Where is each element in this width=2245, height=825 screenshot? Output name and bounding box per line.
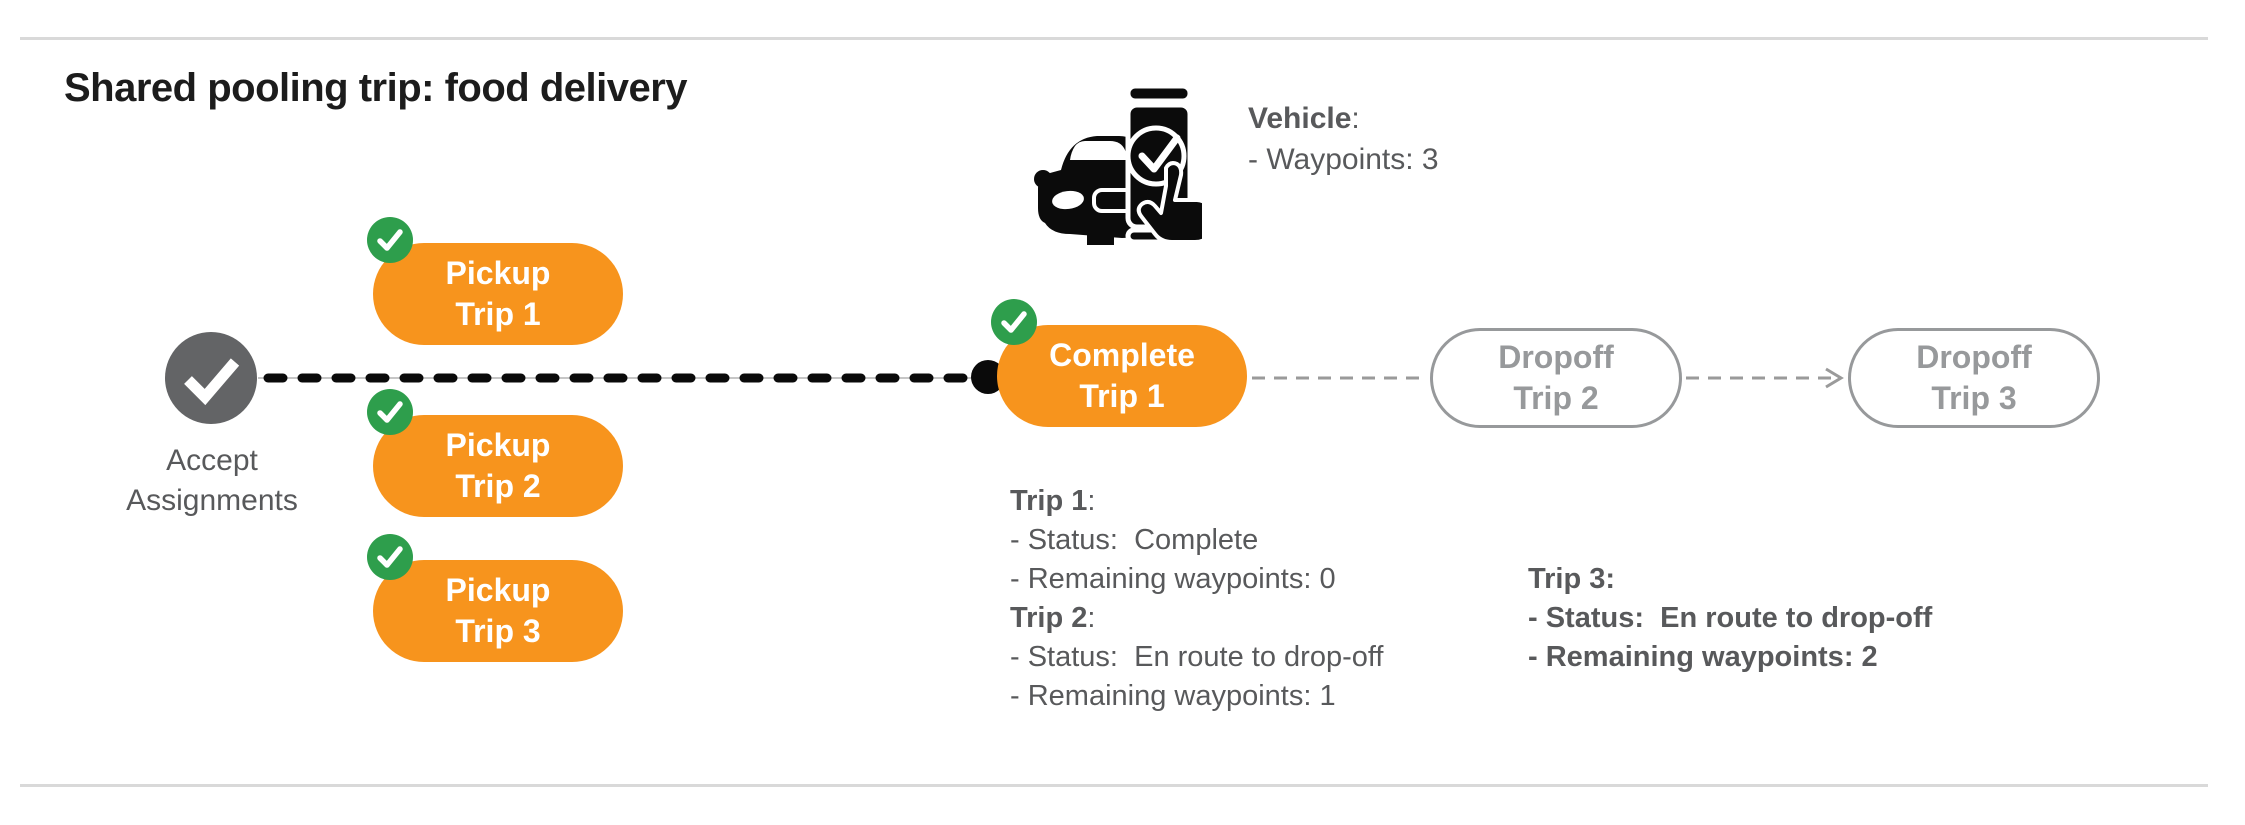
trip-3-waypoints: - Remaining waypoints: 2 [1528, 641, 1878, 673]
page-title: Shared pooling trip: food delivery [64, 66, 688, 110]
accept-assignments-label: Accept Assignments [126, 444, 298, 517]
node-dropoff-trip-3: Dropoff Trip 3 [1848, 328, 2100, 428]
node-pickup-trip-2: Pickup Trip 2 [367, 389, 623, 517]
node-pickup-trip-3: Pickup Trip 3 [367, 534, 623, 662]
trip-2-status: - Status: En route to drop-off [1010, 641, 1384, 673]
trip-2-waypoints: - Remaining waypoints: 1 [1010, 680, 1336, 712]
vehicle-waypoints: - Waypoints: 3 [1248, 143, 1439, 176]
check-icon [184, 358, 240, 406]
trip-3-status: - Status: En route to drop-off [1528, 602, 1933, 634]
accept-assignments-node [165, 332, 257, 424]
trip-1-waypoints: - Remaining waypoints: 0 [1010, 563, 1336, 595]
vehicle-info-title: Vehicle: [1248, 102, 1360, 135]
trip-status-block-1-2: Trip 1: - Status: Complete - Remaining w… [1010, 482, 1383, 716]
check-badge-icon [367, 534, 413, 580]
vehicle-phone-check-icon [1034, 83, 1202, 245]
node-dropoff-trip-2: Dropoff Trip 2 [1430, 328, 1682, 428]
check-badge-icon [367, 389, 413, 435]
vehicle-info: Vehicle: - Waypoints: 3 [1248, 98, 1439, 180]
bottom-divider [20, 784, 2208, 787]
check-badge-icon [367, 217, 413, 263]
trip-1-status: - Status: Complete [1010, 524, 1259, 556]
top-divider [20, 37, 2208, 40]
trip-3-heading: Trip 3: [1528, 563, 1616, 595]
trip-status-block-3: Trip 3: - Status: En route to drop-off -… [1528, 560, 1932, 677]
node-complete-trip-1: Complete Trip 1 [991, 299, 1247, 427]
check-badge-icon [991, 299, 1037, 345]
node-pickup-trip-1: Pickup Trip 1 [367, 217, 623, 345]
trip-1-heading: Trip 1: [1010, 485, 1096, 517]
trip-2-heading: Trip 2: [1010, 602, 1096, 634]
